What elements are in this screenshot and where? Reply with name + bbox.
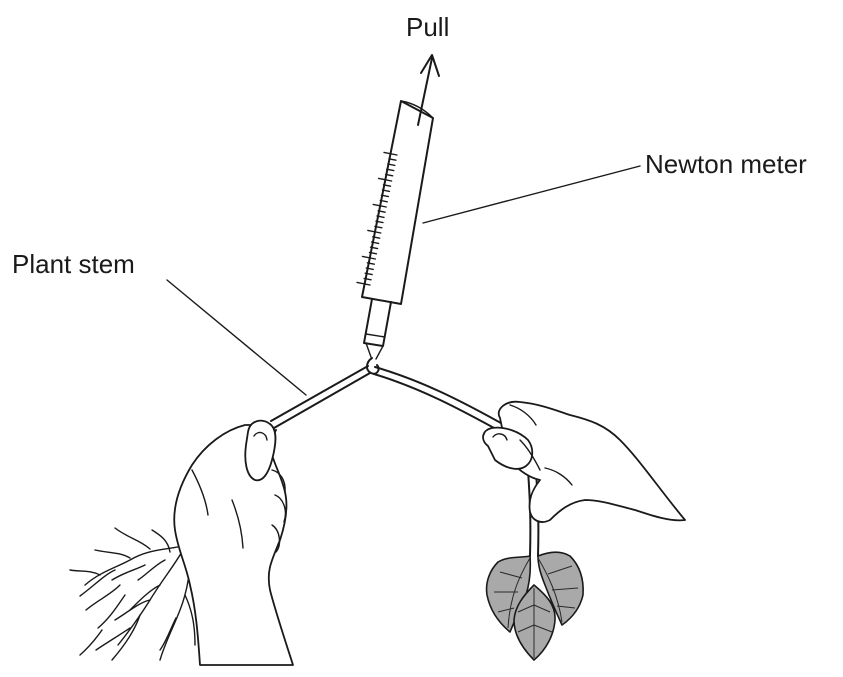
- right-hand: [483, 402, 685, 522]
- newton-meter-label: Newton meter: [645, 149, 807, 179]
- plant-stem-leader: [167, 280, 306, 395]
- left-hand: [174, 421, 293, 665]
- plant-roots: [70, 528, 195, 660]
- newton-meter-leader: [423, 166, 640, 223]
- plant-leaves: [487, 552, 584, 660]
- plant-stem-label: Plant stem: [12, 249, 135, 279]
- pull-label: Pull: [406, 12, 449, 42]
